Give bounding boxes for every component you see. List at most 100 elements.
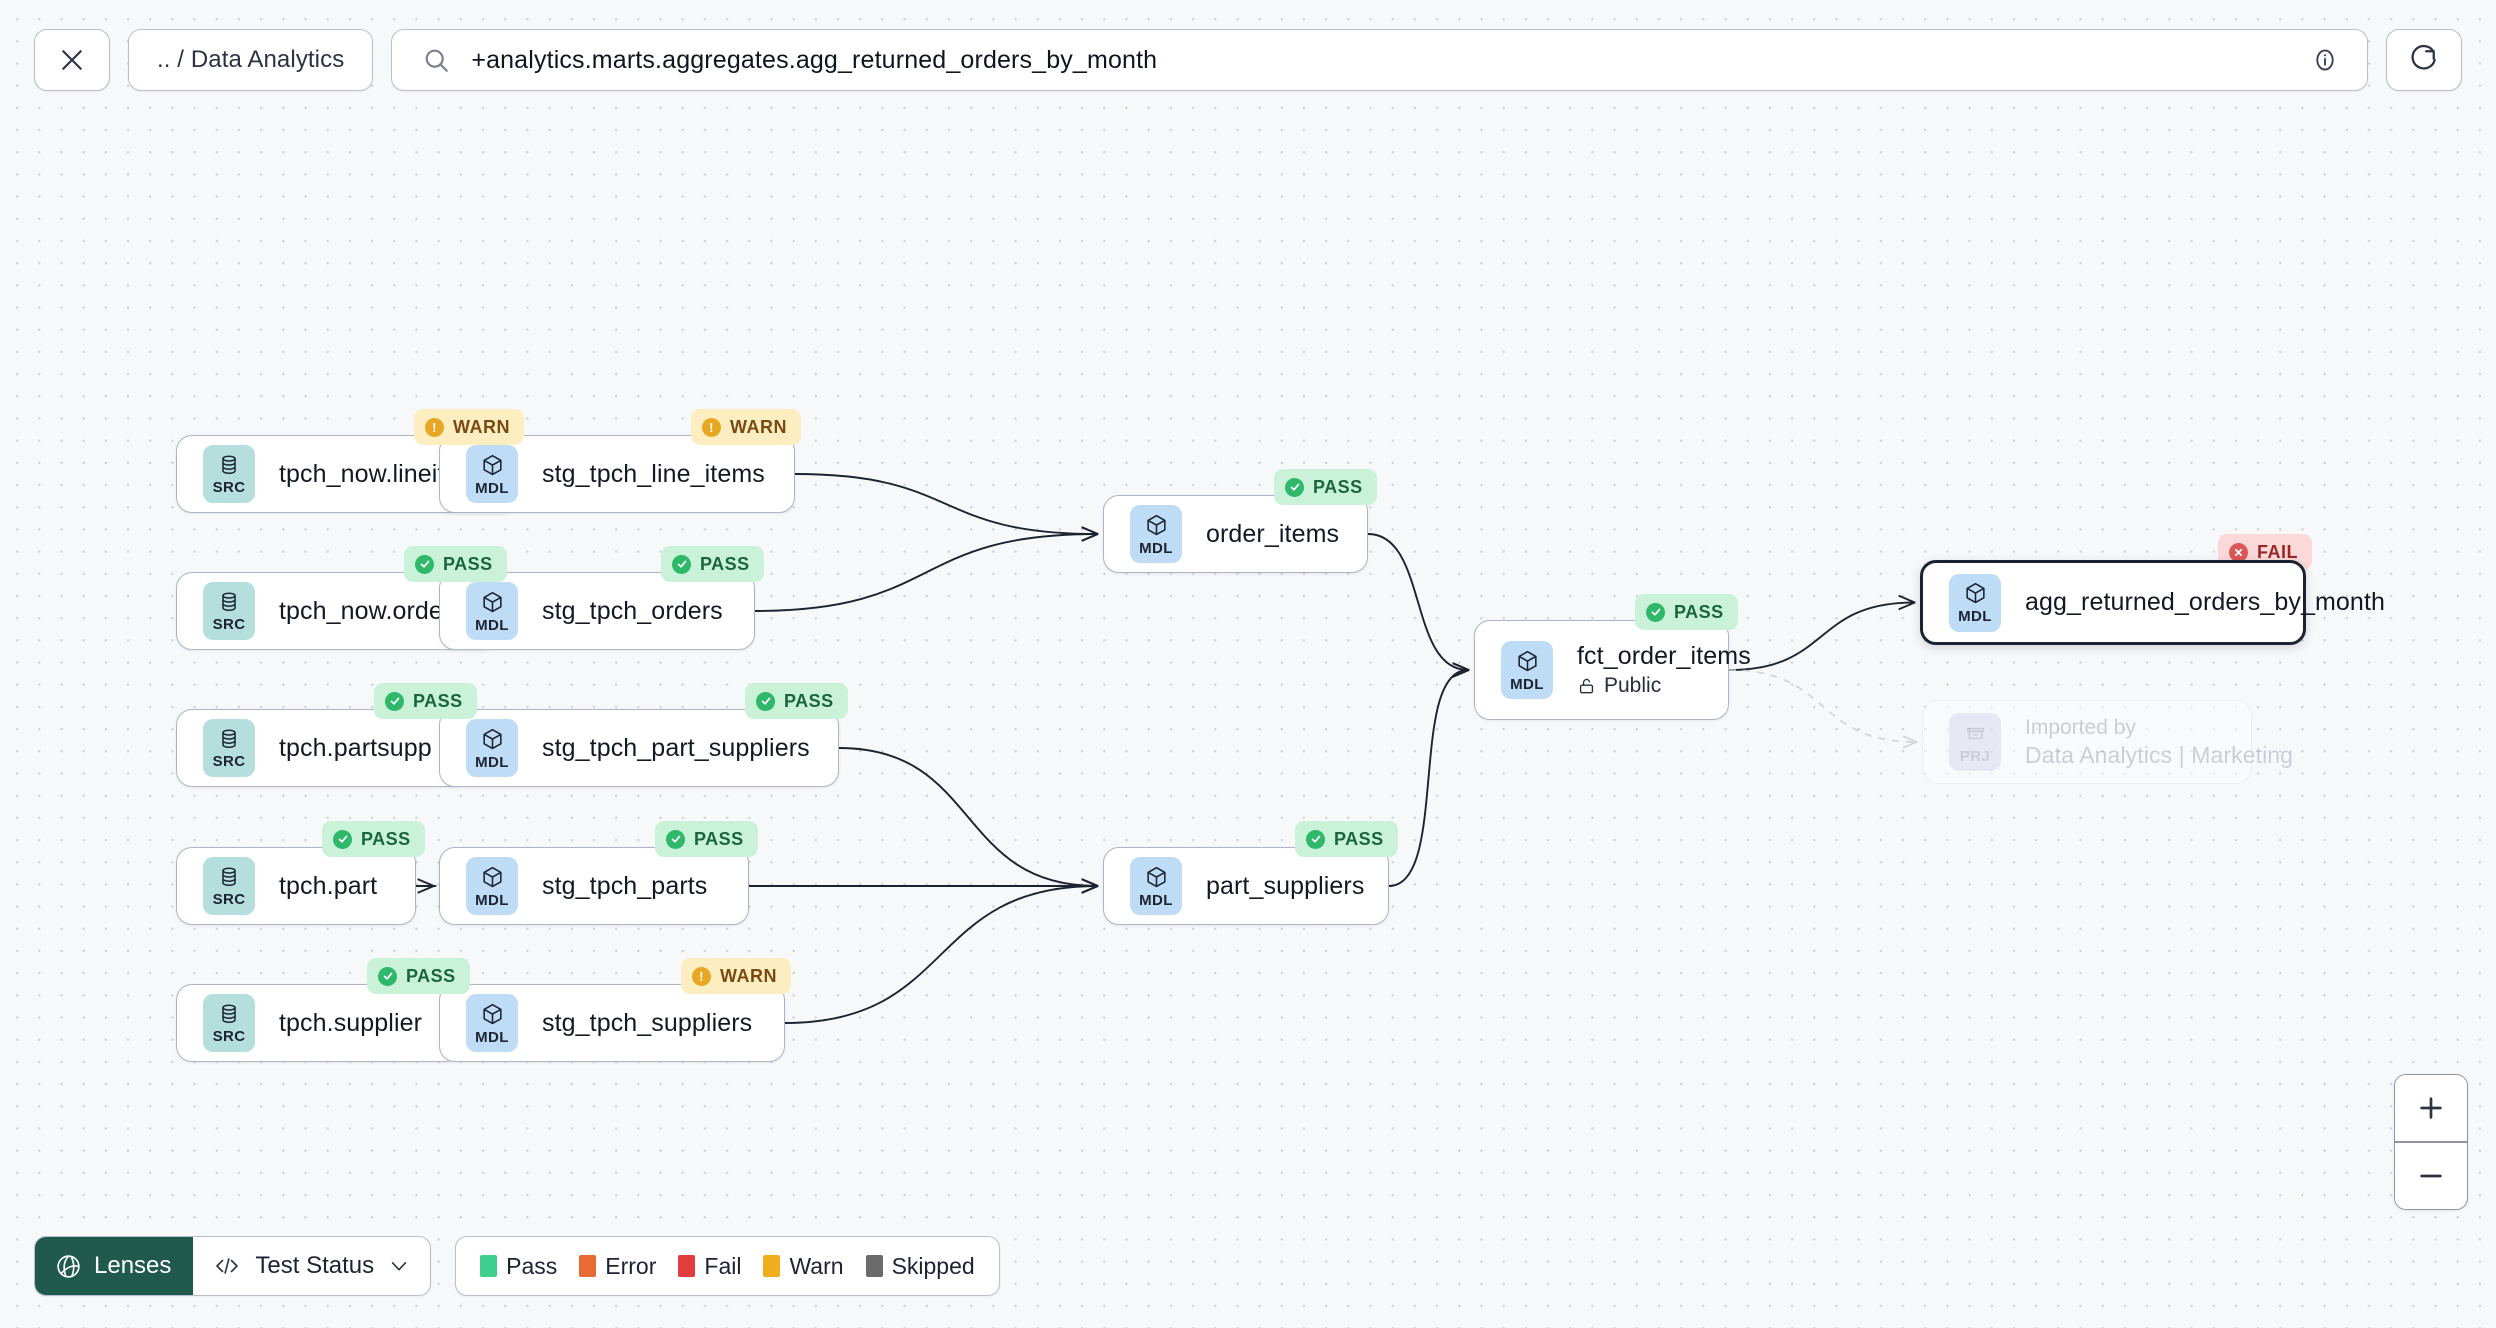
graph-node-stg_tpch_part_suppliers[interactable]: MDL stg_tpch_part_suppliers — [439, 709, 839, 787]
node-type-badge-mdl: MDL — [466, 719, 518, 777]
node-label: part_suppliers — [1206, 871, 1365, 900]
project-box-icon — [1966, 727, 1984, 739]
cube-icon — [482, 591, 502, 612]
node-label: Data Analytics | Marketing — [2025, 741, 2294, 768]
node-label: tpch.supplier — [279, 1008, 423, 1037]
legend-label: Error — [605, 1252, 657, 1279]
edge-stg_tpch_line_items-to-order_items — [794, 473, 1097, 534]
code-icon — [216, 1258, 239, 1274]
zoom-in-button[interactable] — [2395, 1075, 2467, 1142]
database-icon — [222, 592, 236, 612]
cube-icon — [1517, 650, 1537, 671]
node-type-badge-mdl: MDL — [1130, 857, 1182, 915]
test-status-dropdown[interactable]: Test Status — [193, 1237, 430, 1295]
graph-node-tpch_part[interactable]: SRC tpch.part — [176, 847, 416, 925]
edge-order_items-to-fct_order_items — [1367, 533, 1468, 670]
node-label: stg_tpch_suppliers — [542, 1008, 753, 1037]
top-toolbar: .. / Data Analytics +analytics.marts.agg… — [0, 0, 2496, 120]
node-text: stg_tpch_parts — [542, 872, 707, 901]
graph-node-part_suppliers[interactable]: MDL part_suppliers — [1103, 847, 1389, 925]
node-type-badge-mdl: MDL — [1949, 573, 2001, 632]
plus-icon — [2420, 1097, 2442, 1120]
lenses-group: Lenses Test Status — [34, 1236, 432, 1296]
status-legend: Pass Error Fail Warn Skipped — [455, 1236, 1000, 1296]
node-type-badge-mdl: MDL — [466, 582, 518, 640]
graph-node-stg_tpch_orders[interactable]: MDL stg_tpch_orders — [439, 572, 755, 650]
chevron-down-icon[interactable] — [388, 1255, 410, 1277]
node-text: order_items — [1206, 520, 1339, 549]
graph-node-stg_tpch_parts[interactable]: MDL stg_tpch_parts — [439, 847, 749, 925]
info-icon[interactable] — [2311, 46, 2339, 74]
node-label: fct_order_items — [1577, 641, 1751, 670]
node-label: tpch_now.orders — [279, 596, 464, 625]
node-text: part_suppliers — [1206, 871, 1365, 901]
search-bar[interactable]: +analytics.marts.aggregates.agg_returned… — [391, 29, 2368, 91]
lenses-button[interactable]: Lenses — [35, 1237, 194, 1295]
legend-swatch — [579, 1255, 597, 1277]
database-icon — [222, 455, 236, 475]
legend-swatch — [480, 1255, 498, 1277]
edge-fct_order_items-to-imported_by_project — [1728, 669, 1916, 742]
edge-stg_tpch_part_suppliers-to-part_suppliers — [838, 747, 1097, 886]
search-input[interactable]: +analytics.marts.aggregates.agg_returned… — [471, 45, 1158, 74]
node-type-badge-src: SRC — [203, 994, 255, 1052]
legend-item-fail[interactable]: Fail — [678, 1253, 741, 1280]
node-text: stg_tpch_orders — [542, 597, 723, 626]
cube-icon — [1146, 514, 1166, 535]
node-text: tpch.part — [279, 872, 377, 901]
node-text: stg_tpch_suppliers — [542, 1009, 752, 1038]
node-label: agg_returned_orders_by_month — [2025, 588, 2385, 617]
edge-stg_tpch_suppliers-to-part_suppliers — [784, 886, 1097, 1024]
refresh-button[interactable] — [2386, 29, 2462, 91]
node-type-badge-prj: PRJ — [1949, 713, 2001, 771]
legend-swatch — [763, 1255, 781, 1277]
graph-node-order_items[interactable]: MDL order_items — [1103, 495, 1368, 573]
graph-node-tpch_supplier[interactable]: SRC tpch.supplier — [176, 984, 461, 1062]
node-label: tpch.part — [279, 871, 378, 900]
edge-part_suppliers-to-fct_order_items — [1388, 670, 1468, 887]
node-type-badge-mdl: MDL — [466, 857, 518, 915]
node-text: stg_tpch_line_items — [542, 460, 765, 489]
cube-icon — [1965, 582, 1985, 604]
node-visibility: Public — [1577, 674, 1702, 698]
lenses-label: Lenses — [94, 1252, 172, 1279]
refresh-icon — [2411, 44, 2436, 70]
cube-icon — [482, 866, 502, 887]
legend-label: Warn — [789, 1252, 844, 1279]
graph-node-stg_tpch_suppliers[interactable]: MDL stg_tpch_suppliers — [439, 984, 785, 1062]
zoom-out-button[interactable] — [2395, 1143, 2467, 1209]
legend-item-error[interactable]: Error — [579, 1253, 656, 1280]
database-icon — [222, 729, 236, 749]
node-label: order_items — [1206, 519, 1340, 548]
node-text: tpch_now.orders — [279, 597, 464, 626]
edge-stg_tpch_orders-to-order_items — [754, 534, 1097, 612]
legend-item-pass[interactable]: Pass — [480, 1253, 557, 1280]
node-type-badge-mdl: MDL — [1130, 505, 1182, 563]
search-icon — [425, 49, 449, 72]
breadcrumb[interactable]: .. / Data Analytics — [128, 29, 374, 91]
legend-item-warn[interactable]: Warn — [763, 1252, 844, 1280]
database-icon — [222, 1004, 236, 1024]
node-type-badge-src: SRC — [203, 582, 255, 640]
database-icon — [222, 867, 236, 887]
legend-item-skipped[interactable]: Skipped — [865, 1253, 975, 1280]
close-button[interactable] — [34, 29, 110, 91]
node-label: tpch.partsupp — [279, 733, 432, 762]
legend-swatch — [865, 1255, 883, 1277]
graph-node-agg_returned_orders_by_month[interactable]: MDL agg_returned_orders_by_month — [1920, 560, 2385, 645]
node-text: agg_returned_orders_by_month — [2025, 588, 2385, 617]
node-type-badge-src: SRC — [203, 857, 255, 915]
node-type-badge-mdl: MDL — [466, 994, 518, 1052]
breadcrumb-label: .. / Data Analytics — [157, 46, 345, 73]
node-type-badge-mdl: MDL — [1501, 641, 1553, 699]
node-text: stg_tpch_part_suppliers — [542, 734, 810, 763]
